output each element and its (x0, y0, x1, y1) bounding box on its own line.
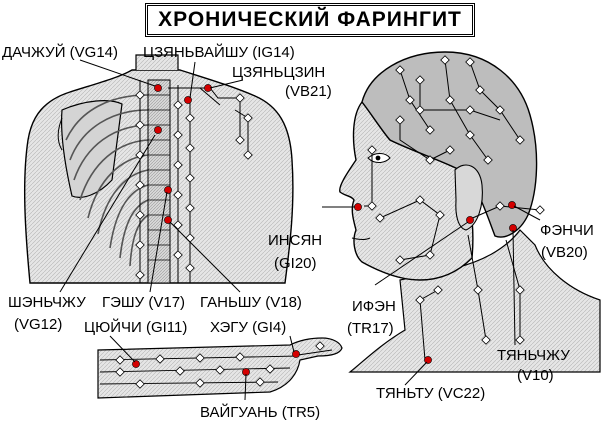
label-shenchzhu: ШЭНЬЧЖУ (8, 294, 86, 311)
label-tszyantszin: ЦЗЯНЬЦЗИН (232, 64, 325, 81)
label-tsyuichi: ЦЮЙЧИ (GI11) (84, 319, 187, 336)
back-figure (25, 55, 293, 283)
label-geshu: ГЭШУ (V17) (102, 294, 185, 311)
label-tyantu: ТЯНЬТУ (VC22) (376, 385, 485, 402)
label-ifen-code: (TR17) (347, 320, 394, 337)
label-shenchzhu-code: (VG12) (14, 316, 62, 333)
label-tszyanvaishu: ЦЗЯНЬВАЙШУ (IG14) (143, 44, 295, 61)
label-vaiguan: ВАЙГУАНЬ (TR5) (200, 404, 320, 421)
label-tszyantszin-code: (VB21) (285, 83, 332, 100)
label-insyan: ИНСЯН (268, 232, 322, 249)
arm-figure (98, 338, 342, 398)
label-insyan-code: (GI20) (274, 255, 317, 272)
label-tyanchzhu-code: (V10) (517, 367, 554, 384)
label-dachzhui: ДАЧЖУЙ (VG14) (2, 44, 118, 61)
label-tyanchzhu: ТЯНЬЧЖУ (497, 347, 570, 364)
label-fenchi: ФЭНЧИ (540, 222, 594, 239)
page-title: ХРОНИЧЕСКИЙ ФАРИНГИТ (145, 3, 475, 37)
label-fenchi-code: (VB20) (541, 244, 588, 261)
label-ifen: ИФЭН (352, 298, 396, 315)
label-ganshu: ГАНЬШУ (V18) (200, 294, 302, 311)
label-hegu: ХЭГУ (GI4) (210, 319, 286, 336)
